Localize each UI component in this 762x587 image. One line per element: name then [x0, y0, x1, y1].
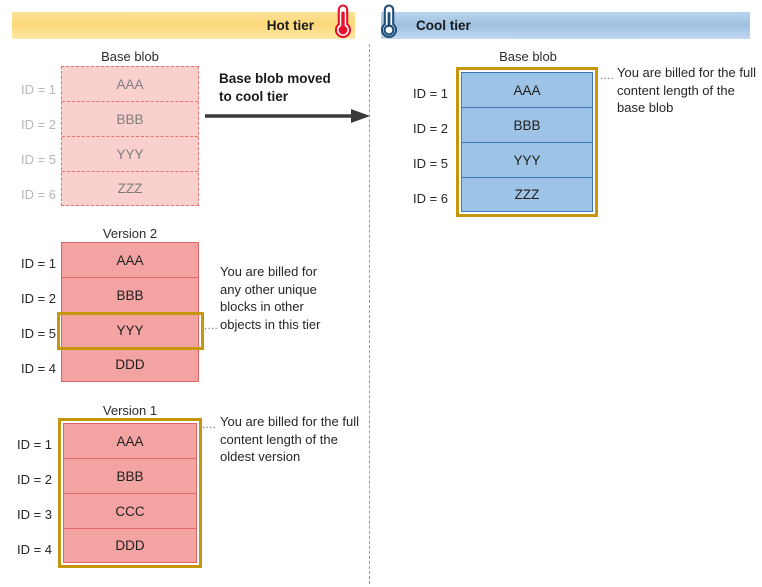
version2-annotation: You are billed for any other unique bloc…: [220, 264, 321, 332]
table-row: BBB: [462, 108, 592, 143]
table-row: ZZZ: [117, 181, 143, 196]
hot-tier-bar: Hot tier: [12, 12, 355, 39]
version1-row-id-4: ID = 4: [16, 542, 52, 557]
version1-row-id-2: ID = 2: [16, 472, 52, 487]
hot-base-blob-caption: Base blob: [101, 49, 159, 64]
table-row: AAA: [462, 73, 592, 108]
version2-caption: Version 2: [102, 226, 158, 241]
cool-tier-label: Cool tier: [416, 18, 471, 33]
thermometer-cool-icon: [377, 3, 401, 44]
table-row: YYY: [462, 143, 592, 178]
version1-row-id-3: ID = 3: [16, 507, 52, 522]
table-row: BBB: [62, 278, 198, 313]
version2-row-id-1: ID = 1: [20, 256, 56, 271]
arrow-right-icon: [205, 108, 371, 129]
table-row: BBB: [62, 102, 198, 137]
table-row: YYY: [62, 137, 198, 172]
cool-base-blob-table: AAA BBB YYY ZZZ: [461, 72, 593, 212]
table-row: AAA: [64, 424, 196, 459]
cool-tier-bar: Cool tier: [381, 12, 750, 39]
table-row: BBB: [64, 459, 196, 494]
hot-base-blob-row-id-1: ID = 1: [20, 82, 56, 97]
cool-base-blob-row-id-2: ID = 2: [412, 121, 448, 136]
version2-table: AAA BBB YYY DDD: [61, 242, 199, 382]
version2-row-id-3: ID = 5: [20, 326, 56, 341]
tier-divider: [369, 44, 370, 584]
version1-row-id-1: ID = 1: [16, 437, 52, 452]
move-transition-label: Base blob moved to cool tier: [219, 71, 331, 104]
hot-tier-label: Hot tier: [266, 18, 314, 33]
version1-annotation-leader: ....: [202, 419, 217, 431]
table-row: DDD: [115, 357, 145, 372]
thermometer-hot-icon: [331, 3, 355, 44]
hot-base-blob-row-id-4: ID = 6: [20, 187, 56, 202]
version1-annotation: You are billed for the full content leng…: [220, 414, 360, 464]
hot-base-blob-table: AAA BBB YYY ZZZ: [61, 66, 199, 206]
table-row: ZZZ: [514, 187, 540, 202]
cool-base-blob-row-id-3: ID = 5: [412, 156, 448, 171]
version2-row-id-4: ID = 4: [20, 361, 56, 376]
version1-table: AAA BBB CCC DDD: [63, 423, 197, 563]
cool-base-blob-row-id-4: ID = 6: [412, 191, 448, 206]
table-row: CCC: [64, 494, 196, 529]
version1-caption: Version 1: [102, 403, 158, 418]
cool-base-blob-annotation: You are billed for the full content leng…: [617, 65, 757, 115]
hot-base-blob-row-id-3: ID = 5: [20, 152, 56, 167]
version2-annotation-leader: ....: [204, 320, 219, 332]
table-row: AAA: [62, 243, 198, 278]
cool-base-blob-caption: Base blob: [499, 49, 557, 64]
table-row: AAA: [62, 67, 198, 102]
cool-base-blob-annotation-leader: ....: [600, 70, 615, 82]
version2-row-id-2: ID = 2: [20, 291, 56, 306]
cool-base-blob-row-id-1: ID = 1: [412, 86, 448, 101]
table-row: DDD: [115, 538, 145, 553]
hot-base-blob-row-id-2: ID = 2: [20, 117, 56, 132]
table-row: YYY: [62, 313, 198, 348]
